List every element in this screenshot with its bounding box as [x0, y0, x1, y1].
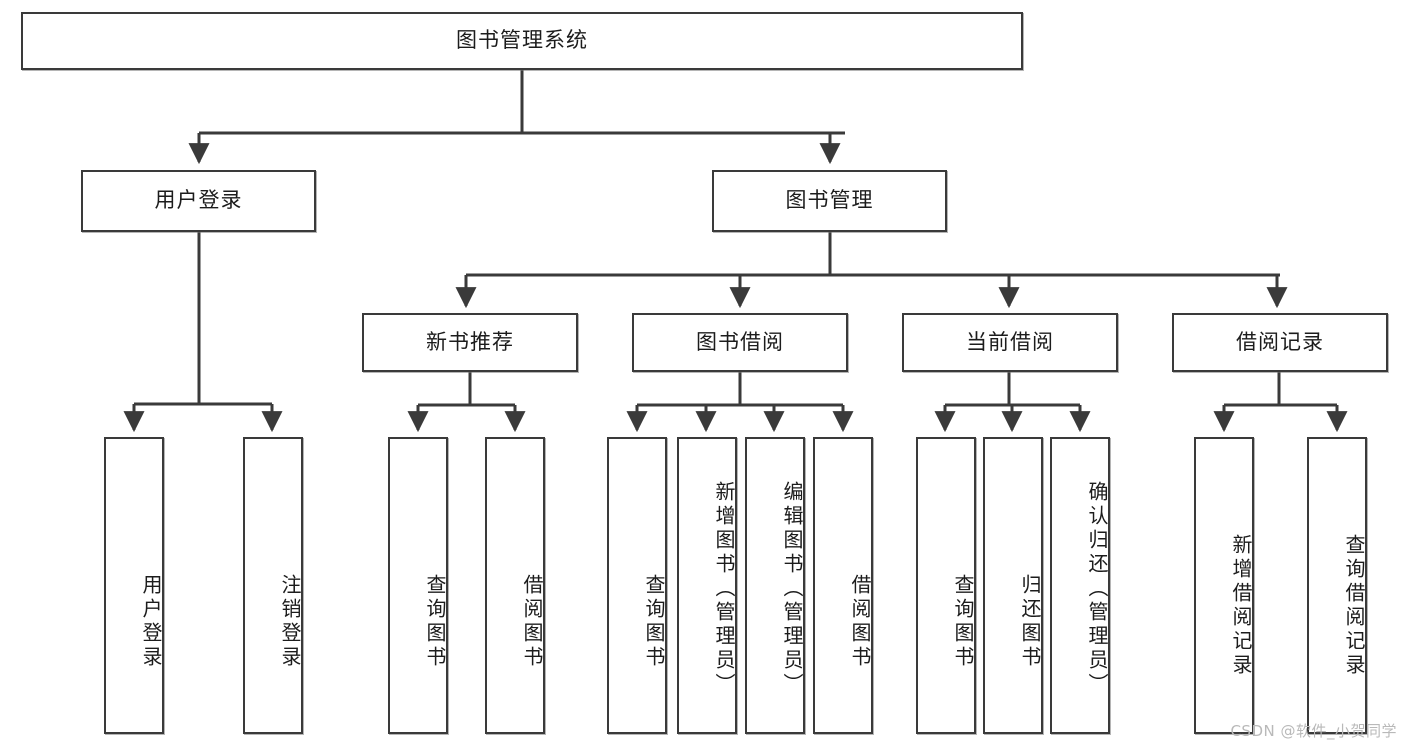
node-label: 查询图书 — [951, 573, 975, 670]
node-label: 图书管理 — [785, 188, 874, 213]
node-label: 当前借阅 — [966, 329, 1054, 354]
leaf-new-book-query-book[interactable]: 查询图书 — [388, 437, 448, 734]
node-label: 归还图书 — [1018, 573, 1042, 670]
leaf-borrow-record-add-record[interactable]: 新增借阅记录 — [1194, 437, 1254, 734]
leaf-borrow-record-query-record[interactable]: 查询借阅记录 — [1307, 437, 1367, 734]
node-label: 借阅图书 — [848, 573, 872, 670]
node-label: 新书推荐 — [426, 329, 514, 354]
leaf-current-borrow-return-book[interactable]: 归还图书 — [983, 437, 1043, 734]
csdn-watermark: CSDN @软件_小贺同学 — [1230, 722, 1397, 740]
node-label: 查询图书 — [642, 573, 666, 670]
node-label: 注销登录 — [278, 573, 302, 670]
leaf-book-borrow-add-book-admin[interactable]: 新增图书（管理员） — [677, 437, 737, 734]
node-label: 新增图书（管理员） — [712, 480, 736, 697]
leaf-user-login-login[interactable]: 用户登录 — [104, 437, 164, 734]
node-new-book-recommend[interactable]: 新书推荐 — [362, 313, 578, 372]
leaf-book-borrow-edit-book-admin[interactable]: 编辑图书（管理员） — [745, 437, 805, 734]
node-label: 查询借阅记录 — [1342, 533, 1366, 678]
leaf-book-borrow-borrow-book[interactable]: 借阅图书 — [813, 437, 873, 734]
node-current-borrow[interactable]: 当前借阅 — [902, 313, 1118, 372]
node-root-system[interactable]: 图书管理系统 — [21, 12, 1023, 70]
node-label: 确认归还（管理员） — [1085, 480, 1109, 697]
node-user-login[interactable]: 用户登录 — [81, 170, 316, 232]
node-label: 用户登录 — [139, 573, 163, 670]
node-label: 借阅图书 — [520, 573, 544, 670]
node-label: 图书借阅 — [696, 329, 784, 354]
leaf-current-borrow-query-book[interactable]: 查询图书 — [916, 437, 976, 734]
leaf-current-borrow-confirm-return-admin[interactable]: 确认归还（管理员） — [1050, 437, 1110, 734]
node-label: 新增借阅记录 — [1229, 533, 1253, 678]
leaf-book-borrow-query-book[interactable]: 查询图书 — [607, 437, 667, 734]
node-label: 用户登录 — [154, 188, 243, 213]
node-book-borrow[interactable]: 图书借阅 — [632, 313, 848, 372]
leaf-user-login-logout[interactable]: 注销登录 — [243, 437, 303, 734]
node-borrow-record[interactable]: 借阅记录 — [1172, 313, 1388, 372]
node-label: 查询图书 — [423, 573, 447, 670]
leaf-new-book-borrow-book[interactable]: 借阅图书 — [485, 437, 545, 734]
node-label: 借阅记录 — [1236, 329, 1324, 354]
node-book-management[interactable]: 图书管理 — [712, 170, 947, 232]
node-label: 编辑图书（管理员） — [780, 480, 804, 697]
node-label: 图书管理系统 — [456, 28, 588, 53]
